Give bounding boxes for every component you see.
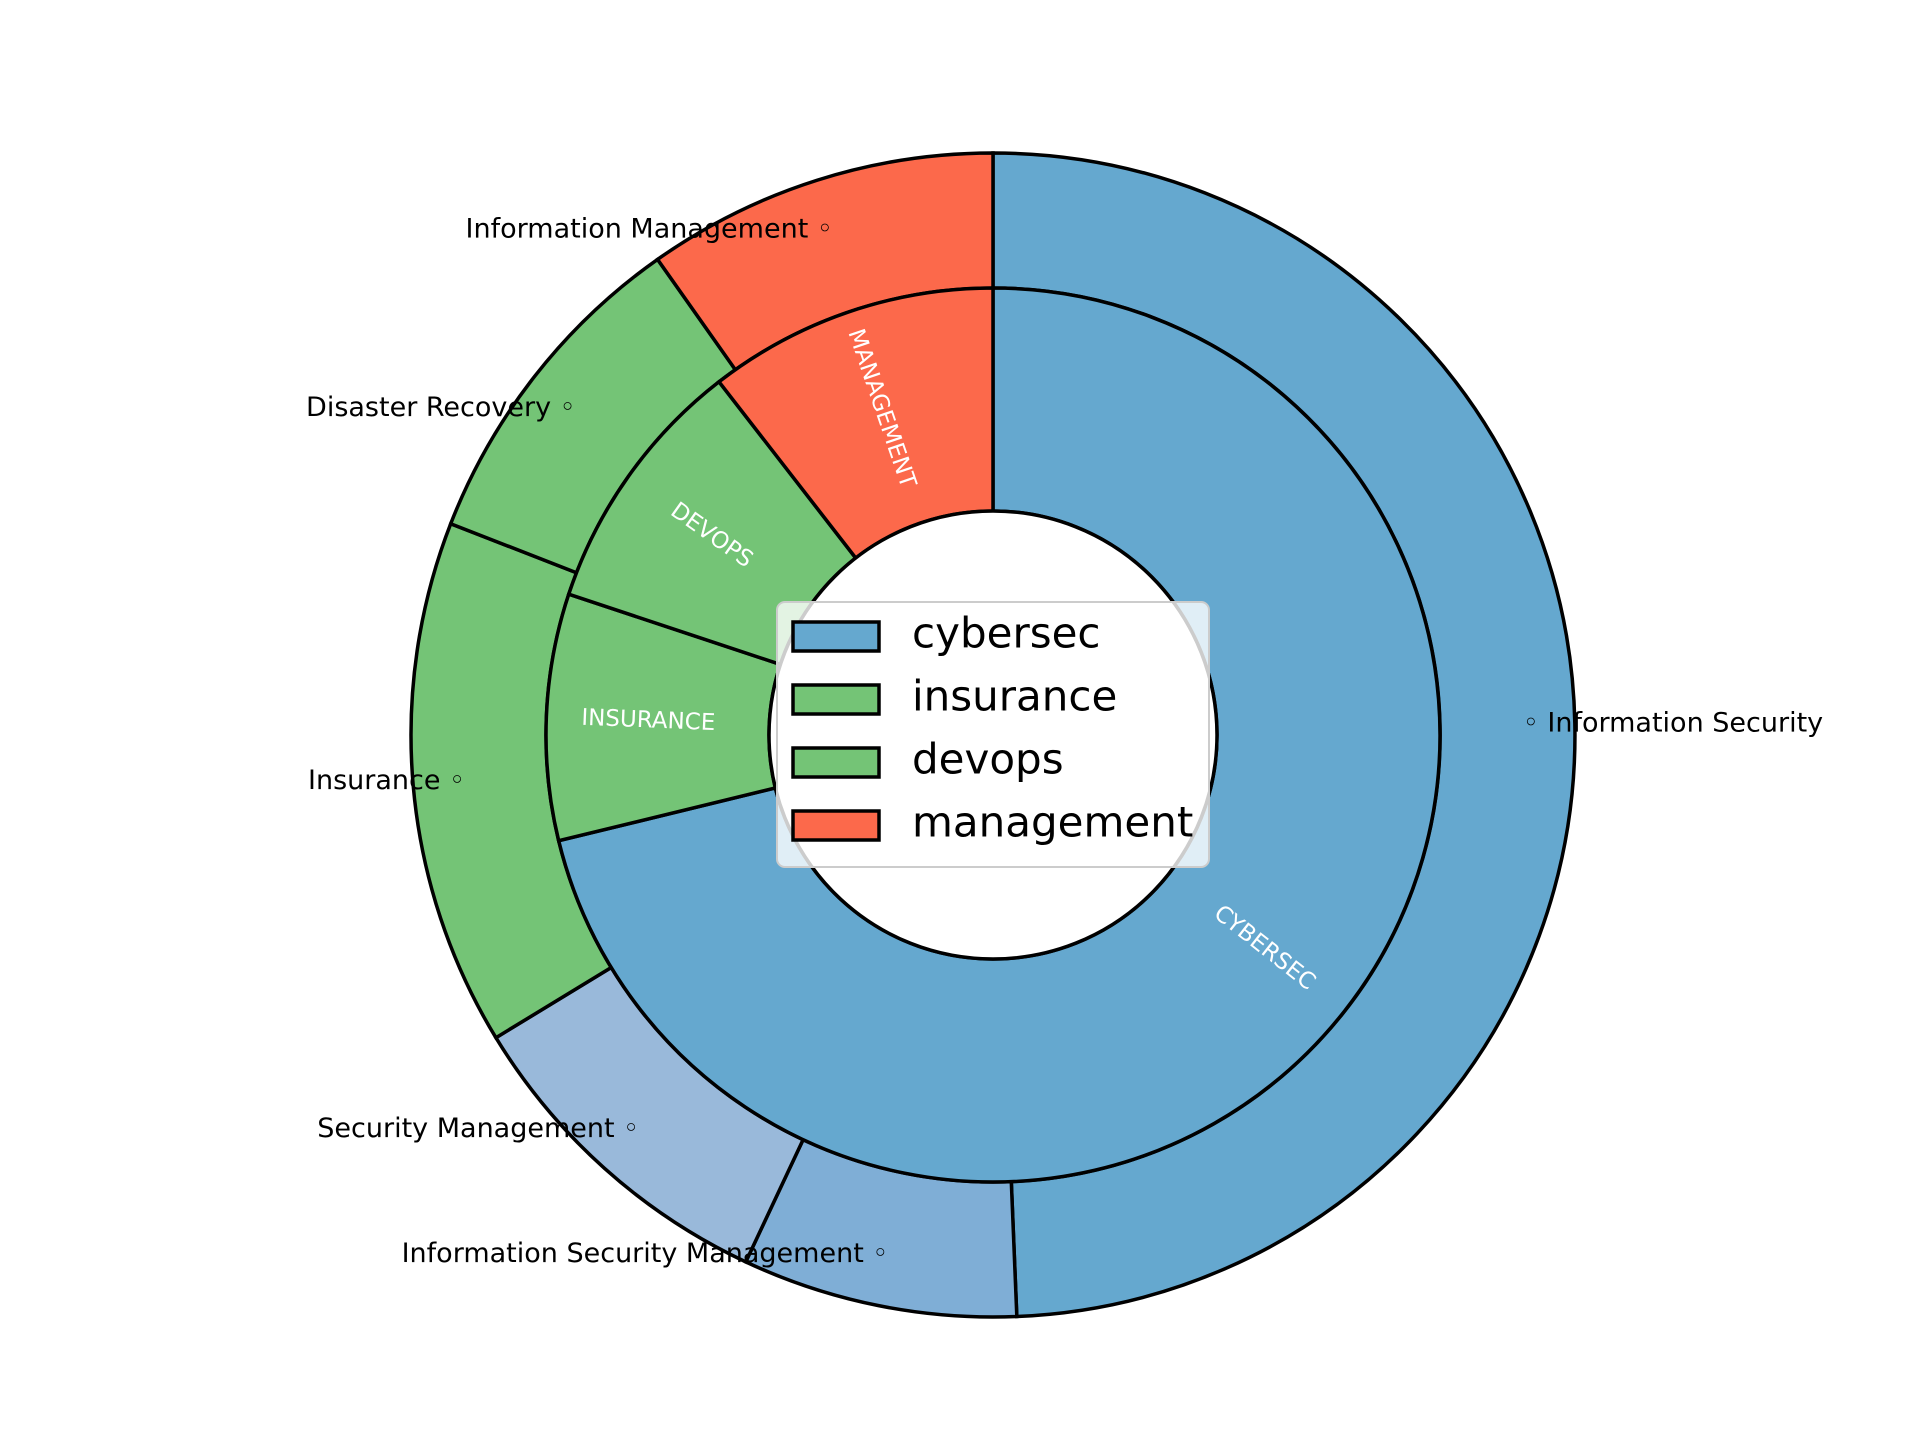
- outer-label-security-management: Security Management ◦: [317, 1113, 639, 1144]
- legend-label-management: management: [912, 798, 1193, 847]
- outer-label-disaster-recovery: Disaster Recovery ◦: [306, 392, 576, 423]
- legend-label-insurance: insurance: [912, 672, 1117, 721]
- legend-swatch-cybersec: [791, 620, 881, 653]
- legend-label-devops: devops: [912, 735, 1064, 784]
- legend-label-cybersec: cybersec: [912, 609, 1101, 658]
- legend-swatch-devops: [791, 746, 881, 779]
- outer-label-information-security-management: Information Security Management ◦: [402, 1238, 889, 1269]
- legend: cybersec insurance devops management: [776, 601, 1210, 868]
- legend-frame: [776, 601, 1210, 868]
- outer-label-information-security: ◦ Information Security: [1523, 708, 1823, 739]
- outer-label-information-management: Information Management ◦: [466, 213, 833, 244]
- legend-swatch-insurance: [791, 683, 881, 716]
- inner-label-insurance: INSURANCE: [581, 705, 716, 736]
- outer-label-insurance: Insurance ◦: [308, 765, 465, 796]
- legend-swatch-management: [791, 809, 881, 842]
- inner-ring: [544, 286, 1442, 1184]
